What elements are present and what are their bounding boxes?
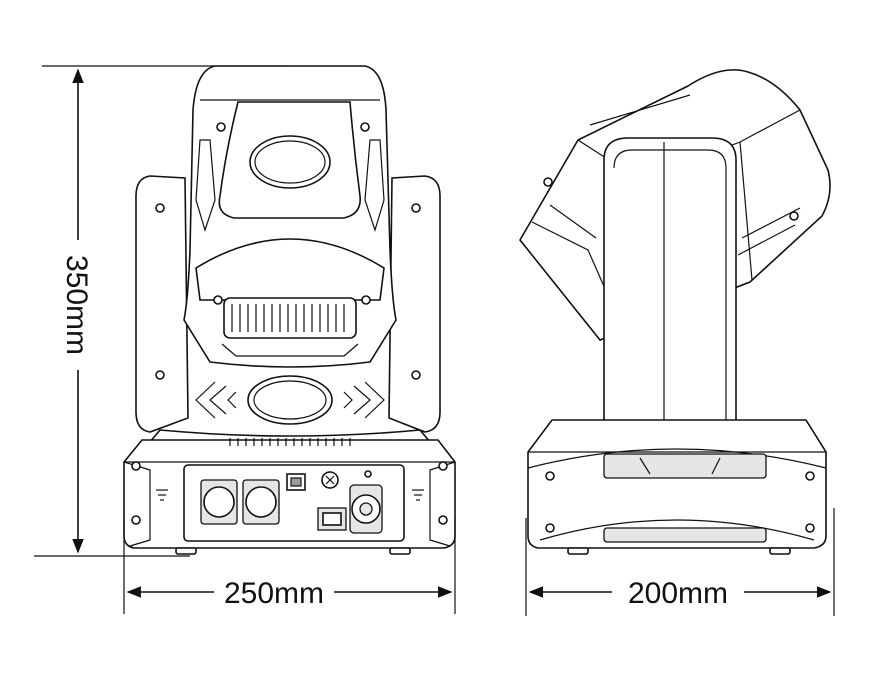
right-ground-icon bbox=[412, 489, 424, 501]
front-vent-grille bbox=[223, 297, 357, 339]
side-head-screw bbox=[789, 211, 799, 221]
base-screw bbox=[131, 515, 141, 525]
yoke-screw bbox=[155, 203, 165, 213]
side-base-screw bbox=[545, 523, 555, 533]
head-screw bbox=[216, 122, 226, 132]
side-head-screw bbox=[543, 177, 553, 187]
head-screw bbox=[361, 295, 371, 305]
side-base-screw bbox=[805, 523, 815, 533]
yoke-screw bbox=[411, 370, 421, 380]
front-base-emblem-oval bbox=[247, 375, 333, 425]
head-screw bbox=[213, 295, 223, 305]
right-chevron-icon bbox=[343, 381, 385, 419]
front-top-emblem-oval bbox=[249, 135, 331, 189]
side-base-screw bbox=[545, 471, 555, 481]
front-view bbox=[123, 65, 456, 555]
height-label-gap bbox=[60, 240, 96, 370]
left-chevron-icon bbox=[195, 381, 237, 419]
side-base-foot bbox=[567, 547, 589, 555]
side-depth-dimension: 200mm bbox=[525, 508, 835, 616]
height-dimension: 350mm bbox=[34, 65, 290, 557]
base-screw bbox=[438, 515, 448, 525]
side-view bbox=[519, 69, 831, 555]
front-width-label: 250mm bbox=[224, 577, 324, 610]
front-width-dimension: 250mm bbox=[123, 518, 456, 614]
side-base-window bbox=[603, 453, 767, 479]
front-lens-arch bbox=[195, 238, 385, 301]
base-screw bbox=[131, 461, 141, 471]
yoke-screw bbox=[155, 370, 165, 380]
right-yoke-arm bbox=[388, 175, 441, 433]
side-yoke-arm bbox=[603, 137, 737, 443]
base-screw bbox=[438, 461, 448, 471]
left-ground-icon bbox=[156, 489, 168, 501]
side-base-screw bbox=[805, 471, 815, 481]
left-yoke-arm bbox=[135, 175, 189, 433]
head-screw bbox=[360, 122, 370, 132]
side-depth-label: 200mm bbox=[628, 577, 728, 610]
height-label: 350mm bbox=[60, 255, 93, 355]
side-base-foot bbox=[769, 547, 791, 555]
panel-screw bbox=[364, 470, 372, 478]
rear-connector-panel bbox=[183, 464, 405, 542]
base-top-vents bbox=[229, 438, 351, 446]
yoke-screw bbox=[411, 203, 421, 213]
dmx-input-xlr-socket bbox=[203, 486, 235, 518]
base-foot bbox=[389, 547, 411, 555]
side-base-foot-recess bbox=[603, 527, 767, 543]
base-foot bbox=[175, 547, 197, 555]
front-vent-slats bbox=[231, 304, 345, 332]
dmx-output-xlr-socket bbox=[245, 486, 277, 518]
